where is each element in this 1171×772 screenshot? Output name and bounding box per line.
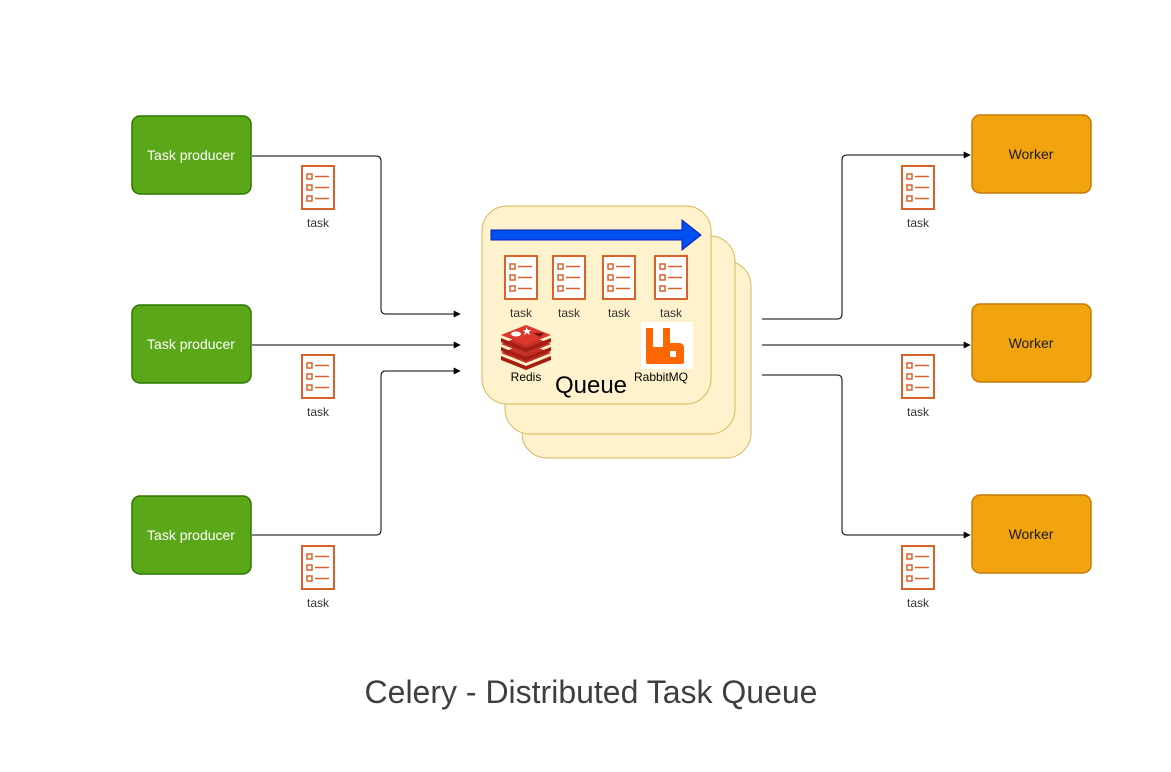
connector-producer-3 bbox=[252, 367, 461, 536]
diagram-title: Celery - Distributed Task Queue bbox=[365, 674, 818, 710]
task-producer-label: Task producer bbox=[147, 147, 235, 163]
redis-icon bbox=[501, 325, 551, 370]
task-icon-producer-1: task bbox=[301, 165, 335, 230]
task-label: task bbox=[608, 306, 631, 320]
task-icon-worker-3: task bbox=[901, 545, 935, 610]
queue-task-1: task bbox=[504, 255, 538, 320]
connector-producer-1 bbox=[252, 155, 461, 318]
connector-worker-3 bbox=[762, 374, 971, 539]
worker-label: Worker bbox=[1009, 146, 1054, 162]
task-producer-label: Task producer bbox=[147, 336, 235, 352]
task-icon-worker-2: task bbox=[901, 354, 935, 419]
redis-label: Redis bbox=[511, 370, 542, 384]
queue[interactable]: task task task task Redis bbox=[481, 205, 752, 459]
connector-worker-1 bbox=[762, 151, 971, 320]
task-producer-3[interactable]: Task producer bbox=[131, 495, 252, 575]
task-label: task bbox=[307, 405, 330, 419]
queue-task-3: task bbox=[602, 255, 636, 320]
task-icon-producer-3: task bbox=[301, 545, 335, 610]
task-label: task bbox=[907, 216, 930, 230]
rabbitmq-label: RabbitMQ bbox=[634, 370, 688, 384]
task-icon-worker-1: task bbox=[901, 165, 935, 230]
flow-arrow-icon bbox=[490, 218, 702, 252]
task-label: task bbox=[558, 306, 581, 320]
task-label: task bbox=[907, 596, 930, 610]
task-label: task bbox=[307, 216, 330, 230]
queue-label: Queue bbox=[555, 372, 627, 399]
rabbitmq-icon bbox=[641, 322, 693, 369]
task-label: task bbox=[510, 306, 533, 320]
worker-label: Worker bbox=[1009, 526, 1054, 542]
task-label: task bbox=[307, 596, 330, 610]
task-producer-2[interactable]: Task producer bbox=[131, 304, 252, 384]
task-producer-label: Task producer bbox=[147, 527, 235, 543]
task-producer-1[interactable]: Task producer bbox=[131, 115, 252, 195]
worker-label: Worker bbox=[1009, 335, 1054, 351]
task-icon-producer-2: task bbox=[301, 354, 335, 419]
worker-1[interactable]: Worker bbox=[971, 114, 1092, 194]
worker-3[interactable]: Worker bbox=[971, 494, 1092, 574]
worker-2[interactable]: Worker bbox=[971, 303, 1092, 383]
task-label: task bbox=[907, 405, 930, 419]
task-label: task bbox=[660, 306, 683, 320]
queue-task-2: task bbox=[552, 255, 586, 320]
queue-task-4: task bbox=[654, 255, 688, 320]
